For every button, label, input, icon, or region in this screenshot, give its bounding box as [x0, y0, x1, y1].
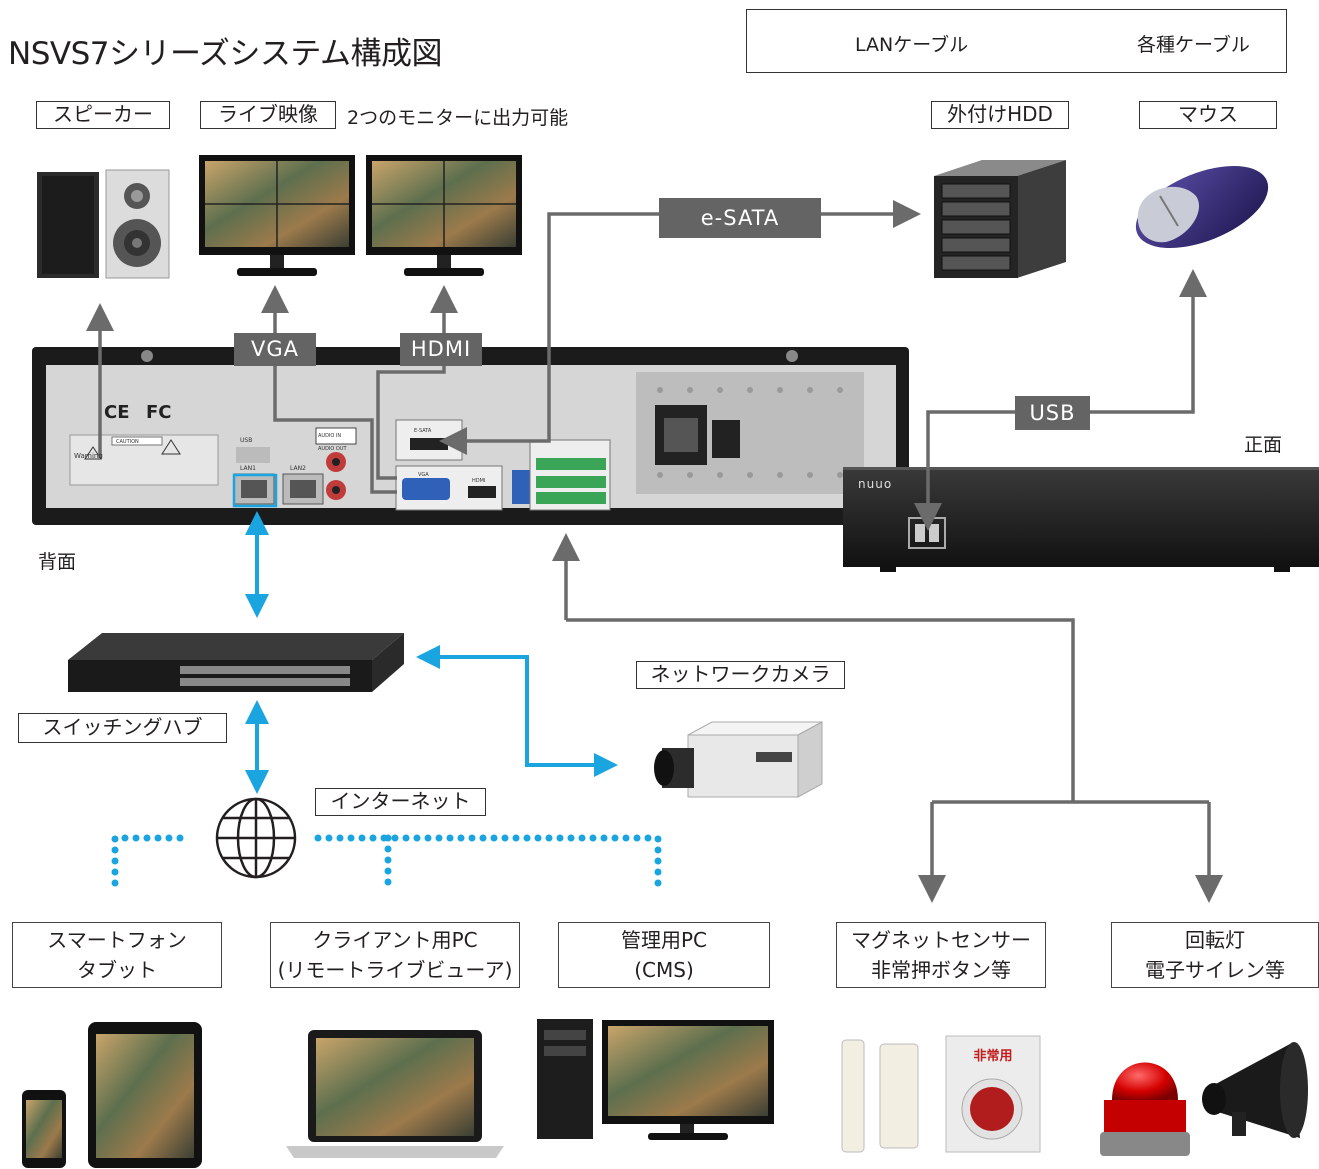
tag-esata: e-SATA — [659, 198, 821, 238]
label-live-video: ライブ映像 — [200, 101, 336, 129]
magnet-sensor-illustration — [841, 1039, 919, 1153]
fc-mark: FC — [146, 402, 172, 423]
port-usb-label: USB — [240, 437, 252, 444]
legend-cable-label: 各種ケーブル — [1137, 34, 1250, 56]
label-front: 正面 — [1244, 434, 1283, 456]
tag-vga: VGA — [234, 333, 316, 366]
device-box-siren: 回転灯 電子サイレン等 — [1111, 922, 1319, 988]
monitor-hdmi — [366, 155, 522, 276]
mouse-illustration — [1135, 165, 1269, 249]
client-box-smartphone: スマートフォン タブット — [12, 922, 222, 988]
diagram-title: NSVS7シリーズシステム構成図 — [8, 36, 443, 72]
label-hdd: 外付けHDD — [931, 101, 1069, 129]
device-box-sensor: マグネットセンサー 非常押ボタン等 — [836, 922, 1046, 988]
device-siren-line1: 回転灯 — [1185, 928, 1245, 952]
smartphone-tablet-illustration — [22, 1022, 202, 1168]
desktop-pc-illustration — [537, 1019, 774, 1140]
lan-port-highlight — [232, 473, 278, 508]
label-speaker: スピーカー — [36, 101, 170, 129]
siren-horn-illustration — [1202, 1042, 1308, 1138]
port-hdmi-label: HDMI — [472, 478, 485, 484]
recorder-front-panel — [843, 467, 1319, 572]
globe-icon — [215, 797, 297, 879]
port-lan2-label: LAN2 — [290, 465, 306, 472]
rotating-light-illustration — [1100, 1062, 1190, 1156]
switching-hub-illustration — [68, 633, 404, 692]
front-brand: nuuo — [858, 477, 892, 491]
monitor-vga — [199, 155, 355, 276]
port-esata-label: E-SATA — [414, 428, 432, 434]
device-siren-line2: 電子サイレン等 — [1145, 958, 1285, 982]
client-box-remote-pc: クライアント用PC (リモートライブビューア) — [270, 922, 520, 988]
laptop-illustration — [286, 1030, 504, 1158]
emergency-label: 非常用 — [973, 1048, 1012, 1064]
client-remote-pc-line2: (リモートライブビューア) — [277, 958, 513, 982]
tag-hdmi: HDMI — [400, 333, 482, 366]
port-audio-out-label: AUDIO OUT — [318, 446, 348, 452]
device-sensor-line1: マグネットセンサー — [851, 928, 1031, 952]
client-cms-pc-line2: (CMS) — [634, 958, 694, 982]
caution-text: CAUTION — [116, 439, 139, 445]
label-internet: インターネット — [315, 788, 486, 816]
label-mouse: マウス — [1139, 101, 1277, 129]
warning-text: Warning — [74, 452, 103, 460]
client-smartphone-line1: スマートフォン — [47, 928, 187, 952]
recorder-rear-panel — [32, 347, 909, 525]
label-network-camera: ネットワークカメラ — [636, 661, 845, 689]
legend-box: LANケーブル 各種ケーブル — [746, 9, 1287, 73]
label-rear: 背面 — [38, 551, 77, 573]
label-monitor-note: 2つのモニターに出力可能 — [347, 107, 569, 129]
label-switching-hub: スイッチングハブ — [18, 713, 227, 743]
client-box-cms-pc: 管理用PC (CMS) — [558, 922, 770, 988]
port-audio-in-label: AUDIO IN — [318, 433, 341, 439]
lan-cable-lines — [245, 511, 618, 794]
external-hdd-illustration — [934, 160, 1066, 278]
emergency-button-illustration: 非常用 — [945, 1035, 1041, 1153]
client-smartphone-line2: タブット — [77, 958, 157, 982]
network-camera-illustration — [654, 721, 823, 798]
device-sensor-line2: 非常押ボタン等 — [871, 958, 1011, 982]
port-vga-label: VGA — [418, 472, 429, 478]
client-remote-pc-line1: クライアント用PC — [312, 928, 478, 952]
internet-dotted-lines — [111, 834, 662, 892]
speaker-illustration — [37, 169, 170, 279]
legend-lan-label: LANケーブル — [855, 34, 969, 56]
client-cms-pc-line1: 管理用PC — [620, 928, 708, 952]
tag-usb: USB — [1015, 396, 1090, 430]
port-lan1-label: LAN1 — [240, 465, 256, 472]
ce-mark: CE — [104, 402, 130, 423]
